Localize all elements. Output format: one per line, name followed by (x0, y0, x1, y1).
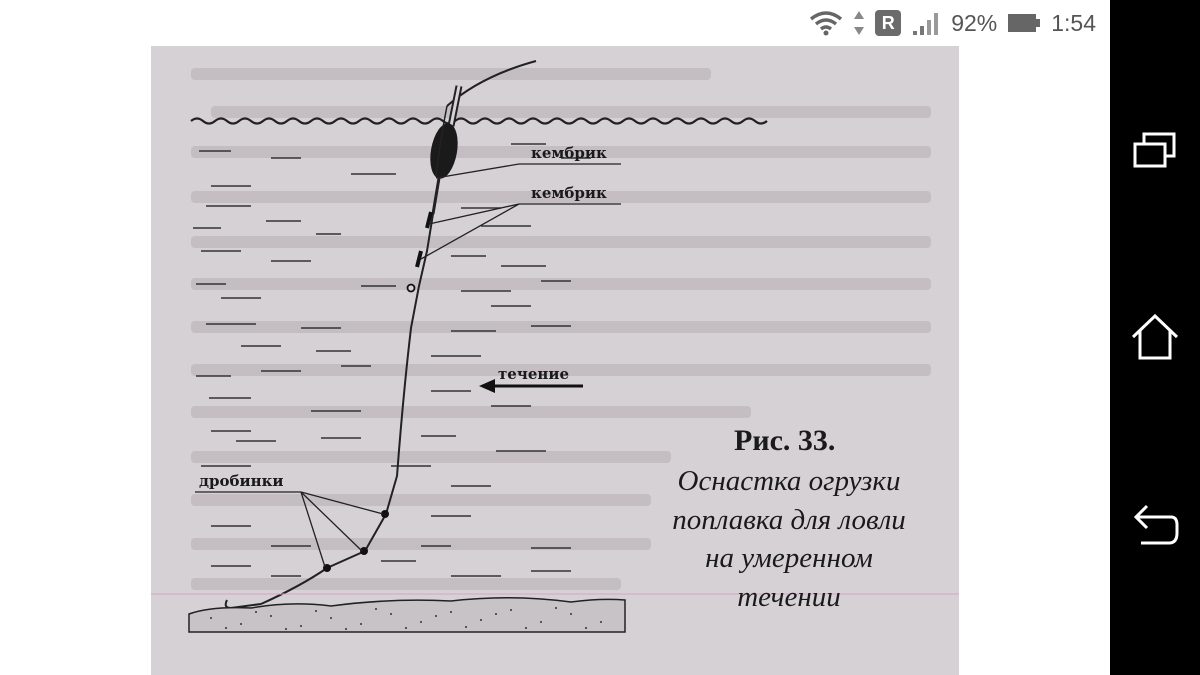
back-button[interactable] (1110, 480, 1200, 570)
battery-percent: 92% (951, 9, 998, 36)
data-arrows-icon (853, 10, 865, 36)
pellet-leader-lines (195, 491, 384, 568)
caption-line-3: на умеренном (705, 542, 873, 574)
rod-line (446, 60, 537, 107)
river-bottom (188, 596, 626, 633)
status-icons: R 92% 1:54 (809, 6, 1096, 40)
water-surface (190, 117, 768, 125)
home-icon (1131, 313, 1179, 360)
label-current: течение (498, 365, 569, 383)
status-bar: R 92% 1:54 (0, 0, 1110, 46)
clock: 1:54 (1051, 9, 1096, 36)
home-button[interactable] (1110, 292, 1200, 382)
battery-icon (1007, 12, 1041, 34)
caption-line-2: поплавка для ловли (672, 504, 905, 536)
scanned-figure: кембрик кембрик течение дробинки Рис. 33… (151, 60, 959, 633)
caption-line-1: Оснастка огрузки (678, 465, 901, 497)
signal-icon (911, 10, 941, 36)
current-arrow (479, 379, 583, 393)
caption-line-4: течении (737, 581, 841, 613)
bleed-through-text (191, 68, 931, 590)
water-dashes (193, 143, 591, 577)
label-pellets: дробинки (199, 472, 284, 490)
label-kembrik-top: кембрик (531, 144, 607, 162)
label-kembrik-bottom: кембрик (531, 184, 607, 202)
back-icon (1133, 504, 1179, 545)
roaming-badge: R (875, 10, 902, 36)
recent-apps-icon (1133, 132, 1176, 168)
caption-number: Рис. 33. (734, 424, 835, 457)
navigation-bar (1110, 0, 1200, 675)
main-line (260, 213, 434, 605)
image-viewer[interactable]: кембрик кембрик течение дробинки Рис. 33… (151, 46, 959, 675)
wifi-icon (809, 10, 843, 36)
recent-apps-button[interactable] (1110, 106, 1200, 196)
